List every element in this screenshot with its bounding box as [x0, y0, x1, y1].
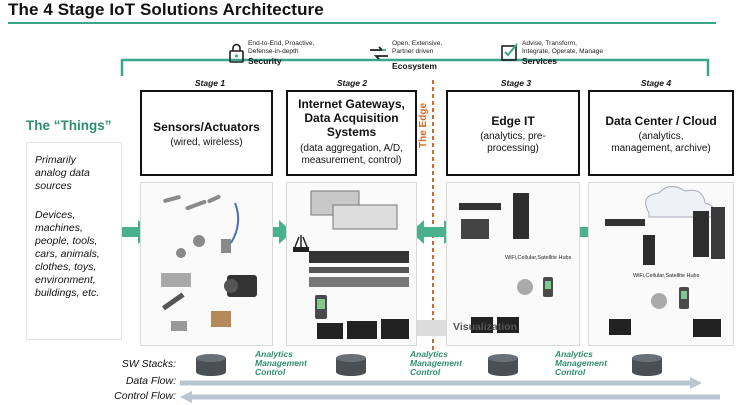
- things-text2-line: machines,: [35, 222, 83, 234]
- stage-2-title-line: Internet Gateways,: [298, 97, 405, 111]
- things-title: The “Things”: [26, 118, 112, 133]
- amc-line: Management: [255, 358, 307, 368]
- ecosystem-desc-1: Open, Extensive,: [392, 40, 443, 47]
- sensors-illustration: [161, 194, 257, 331]
- stage-4-label: Stage 4: [640, 78, 672, 88]
- data-flow-arrow: [180, 377, 702, 389]
- stage-4-sub-line: (analytics,: [638, 131, 684, 142]
- amc-line: Management: [410, 358, 462, 368]
- stage-2-title-line: Data Acquisition: [304, 111, 399, 125]
- stage-2-image-panel: [286, 182, 417, 346]
- stage-4-sub-line: management, archive): [611, 143, 711, 154]
- stage-2-title-line: Systems: [326, 125, 377, 139]
- gateways-illustration: [293, 190, 409, 339]
- database-icon: [196, 354, 226, 376]
- stage-4-image-panel: WiFi,Cellular,Satellite Hubs: [588, 182, 734, 346]
- stage-4-box: Data Center / Cloud (analytics, manageme…: [588, 90, 734, 176]
- database-icon: [632, 354, 662, 376]
- stage-3-box: Edge IT (analytics, pre- processing): [446, 90, 580, 176]
- amc-line: Analytics: [410, 349, 448, 359]
- stage-2-sub-line: (data aggregation, A/D,: [300, 143, 403, 154]
- amc-line: Control: [410, 367, 441, 377]
- ecosystem-desc-2: Partner driven: [392, 47, 434, 55]
- stage-3-hubs-label: WiFi,Cellular,Satellite Hubs: [505, 255, 572, 261]
- stage-2-box: Internet Gateways, Data Acquisition Syst…: [286, 90, 417, 176]
- lock-icon: [229, 43, 244, 63]
- stage-2-sub-line: measurement, control): [301, 155, 402, 166]
- control-flow-arrow: [180, 391, 720, 403]
- control-flow-label: Control Flow:: [114, 390, 176, 402]
- stage-1-sub: (wired, wireless): [170, 137, 243, 148]
- amc-line: Control: [255, 367, 286, 377]
- things-text2-line: cars, animals,: [35, 248, 100, 260]
- things-text2-line: Devices,: [35, 209, 76, 221]
- arrow-stage2-stage3: [411, 220, 457, 244]
- database-icon: [488, 354, 518, 376]
- things-text1-line: sources: [35, 180, 72, 192]
- things-text2-line: clothes, toys,: [35, 261, 97, 273]
- services-desc-1: Advise, Transform,: [522, 40, 577, 47]
- amc-line: Analytics: [255, 349, 293, 359]
- edge-it-illustration: WiFi,Cellular,Satellite Hubs: [459, 193, 572, 333]
- themes-bracket: [120, 58, 710, 76]
- amc-line: Analytics: [555, 349, 593, 359]
- page-title: The 4 Stage IoT Solutions Architecture: [8, 0, 324, 19]
- datacenter-illustration: WiFi,Cellular,Satellite Hubs: [605, 186, 725, 337]
- data-flow-label: Data Flow:: [125, 375, 176, 387]
- stage-1-label: Stage 1: [194, 78, 226, 88]
- security-label: Security: [248, 56, 282, 66]
- visualization-label: Visualization: [453, 321, 517, 333]
- stage-4-hubs-label: WiFi,Cellular,Satellite Hubs: [633, 273, 700, 279]
- things-text1-line: analog data: [35, 167, 90, 179]
- amc-line: Control: [555, 367, 586, 377]
- stage-3-title: Edge IT: [491, 114, 535, 128]
- stage-3-image-panel: WiFi,Cellular,Satellite Hubs: [446, 182, 580, 346]
- stage-1-title: Sensors/Actuators: [153, 120, 260, 134]
- things-text2-line: buildings, etc.: [35, 287, 100, 299]
- services-label: Services: [522, 56, 557, 66]
- checklist-icon: [501, 43, 518, 61]
- database-icon: [336, 354, 366, 376]
- amc-line: Management: [555, 358, 607, 368]
- title-underline: [8, 22, 716, 24]
- security-desc-1: End-to-End, Proactive,: [248, 40, 315, 47]
- stage-1-box: Sensors/Actuators (wired, wireless): [140, 90, 273, 176]
- handshake-icon: [370, 46, 388, 60]
- stage-4-title: Data Center / Cloud: [605, 114, 717, 128]
- stage-2-label: Stage 2: [336, 78, 368, 88]
- amc-label-1: Analytics Management Control: [255, 350, 307, 377]
- services-desc-2: Integrate, Operate, Manage: [522, 47, 604, 55]
- ecosystem-label: Ecosystem: [392, 61, 437, 71]
- amc-label-2: Analytics Management Control: [410, 350, 462, 377]
- things-text2-line: environment,: [35, 274, 96, 286]
- stage-3-sub-line: (analytics, pre-: [480, 131, 546, 142]
- amc-label-3: Analytics Management Control: [555, 350, 607, 377]
- things-text1-line: Primarily: [35, 154, 76, 166]
- security-desc-2: Defense-in-depth: [248, 47, 299, 55]
- things-text2-line: people, tools,: [35, 235, 98, 247]
- stage-3-label: Stage 3: [500, 78, 532, 88]
- stage-1-image-panel: [140, 182, 273, 346]
- things-box: Primarily analog data sources Devices, m…: [26, 142, 122, 340]
- sw-stacks-label: SW Stacks:: [121, 358, 176, 370]
- stage-3-sub-line: processing): [487, 143, 539, 154]
